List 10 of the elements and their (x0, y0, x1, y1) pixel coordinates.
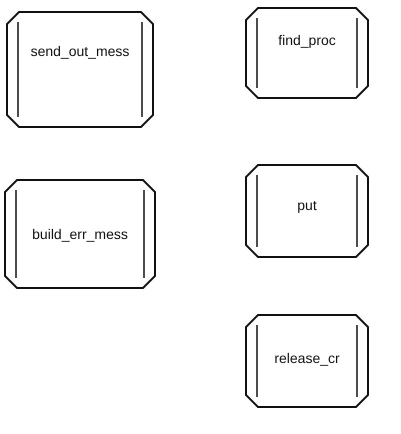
box-label: build_err_mess (32, 226, 128, 242)
process-box (246, 165, 368, 257)
process-box (7, 12, 153, 127)
box-label: find_proc (278, 32, 336, 48)
box-label: release_cr (274, 350, 340, 366)
process-box (246, 315, 368, 407)
box-label: put (297, 197, 317, 213)
box-label: send_out_mess (30, 42, 130, 58)
process-box (5, 180, 155, 288)
process-box (246, 8, 368, 98)
